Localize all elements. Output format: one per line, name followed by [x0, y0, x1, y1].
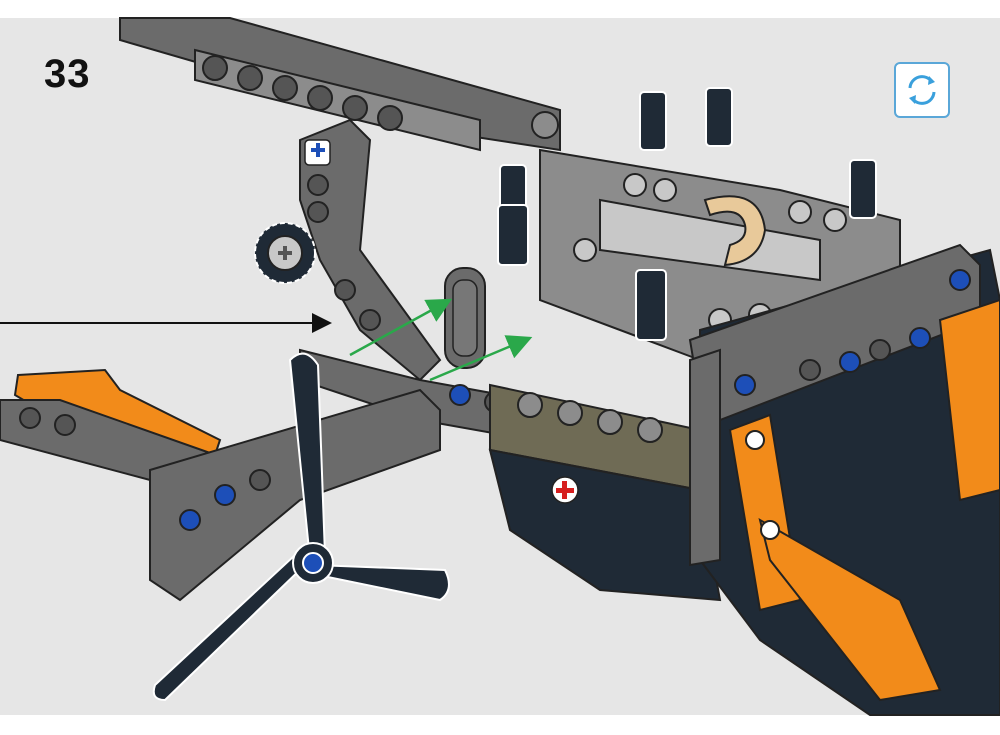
right-frame — [688, 243, 981, 567]
tan-curved-beam — [703, 195, 767, 267]
red-cross-icon — [551, 476, 579, 504]
top-beam — [119, 17, 561, 152]
orange-parts-right — [728, 298, 1000, 702]
bent-liftarm — [299, 118, 442, 382]
step-number: 33 — [44, 52, 91, 96]
vertical-pins — [497, 87, 877, 341]
rotate-icon — [908, 75, 936, 105]
axle-connector — [444, 267, 486, 369]
rotate-model-button[interactable] — [894, 62, 950, 118]
green-arrow-1 — [349, 298, 453, 357]
left-gray-frame — [0, 388, 441, 602]
propeller-icon — [152, 352, 450, 702]
blue-cross-icon — [311, 143, 325, 157]
green-arrow-2 — [429, 335, 533, 382]
gear-icon — [254, 222, 316, 284]
